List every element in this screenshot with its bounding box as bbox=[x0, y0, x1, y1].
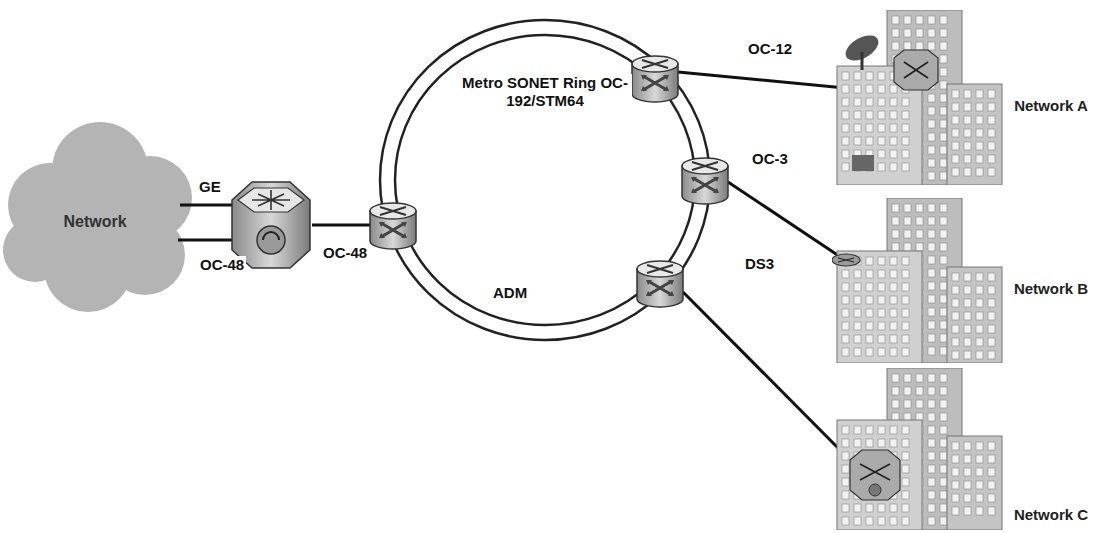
building-node: Network B bbox=[832, 198, 1094, 363]
building-shape bbox=[832, 368, 1007, 530]
sonet-ring bbox=[380, 20, 710, 340]
cloud-label: Network bbox=[20, 213, 170, 231]
network-label: Network B bbox=[1012, 280, 1090, 298]
building-node: Network A bbox=[832, 10, 1094, 185]
link-lines bbox=[178, 72, 848, 455]
adm-router bbox=[682, 158, 728, 204]
cloud-shape bbox=[3, 122, 192, 312]
building-shape bbox=[832, 10, 1007, 185]
network-cloud: Network bbox=[20, 195, 170, 249]
link-label: OC-12 bbox=[746, 40, 794, 58]
link-label: DS3 bbox=[743, 255, 776, 273]
ring-label: Metro SONET Ring OC-192/STM64 bbox=[458, 74, 632, 110]
link-label: OC-3 bbox=[750, 150, 790, 168]
link-label: OC-48 bbox=[198, 256, 246, 274]
link-label: GE bbox=[197, 178, 223, 196]
building-node: Network C bbox=[832, 368, 1094, 530]
adm-router bbox=[370, 203, 416, 249]
link-label: OC-48 bbox=[321, 244, 369, 262]
adm-router bbox=[632, 56, 678, 102]
adm-router bbox=[637, 261, 683, 307]
link-label: ADM bbox=[491, 284, 529, 302]
network-label: Network C bbox=[1012, 506, 1090, 524]
network-label: Network A bbox=[1012, 97, 1090, 115]
building-shape bbox=[832, 198, 1007, 363]
